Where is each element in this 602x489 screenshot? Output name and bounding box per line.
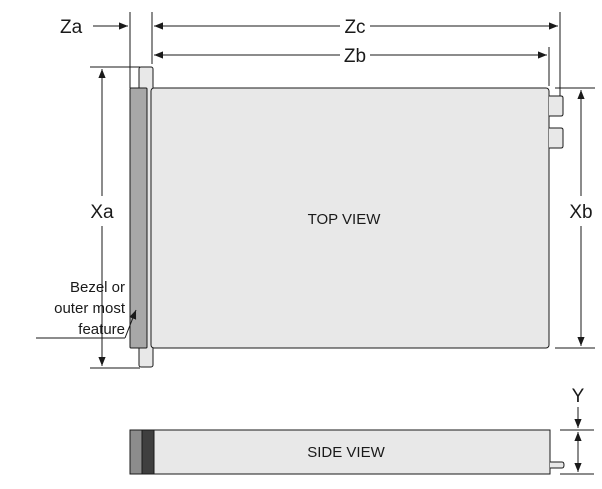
callout-leader-arrow <box>124 309 137 339</box>
side-view-label: SIDE VIEW <box>307 444 385 461</box>
rear-handle-upper <box>549 95 564 117</box>
side-handle <box>550 461 565 469</box>
extension-lines <box>90 12 595 475</box>
dimension-zc: Zc <box>154 17 558 38</box>
dimension-xb: Xb <box>569 90 593 346</box>
callout-line-3: feature <box>78 321 125 338</box>
xa-label: Xa <box>90 202 114 223</box>
side-view: SIDE VIEW <box>129 429 565 475</box>
bezel-callout: Bezel or outer most feature <box>36 279 137 339</box>
top-view-label: TOP VIEW <box>308 211 382 228</box>
side-bezel-light <box>129 429 143 475</box>
chassis-top <box>150 87 550 349</box>
zc-label: Zc <box>344 17 365 38</box>
callout-line-2: outer most <box>54 300 126 317</box>
rear-handle-lower <box>549 127 564 149</box>
bezel <box>129 87 148 349</box>
dimension-zb: Zb <box>154 46 547 67</box>
top-view: TOP VIEW <box>129 66 564 368</box>
callout-line-1: Bezel or <box>70 279 125 296</box>
y-label: Y <box>572 386 585 407</box>
zb-label: Zb <box>344 46 366 67</box>
dimension-y: Y <box>572 386 585 472</box>
dimension-za: Za <box>60 17 128 38</box>
xb-label: Xb <box>569 202 592 223</box>
chassis-side <box>153 429 551 475</box>
za-label: Za <box>60 17 83 38</box>
dimension-xa: Xa <box>90 69 114 366</box>
side-bezel-dark <box>141 429 155 475</box>
